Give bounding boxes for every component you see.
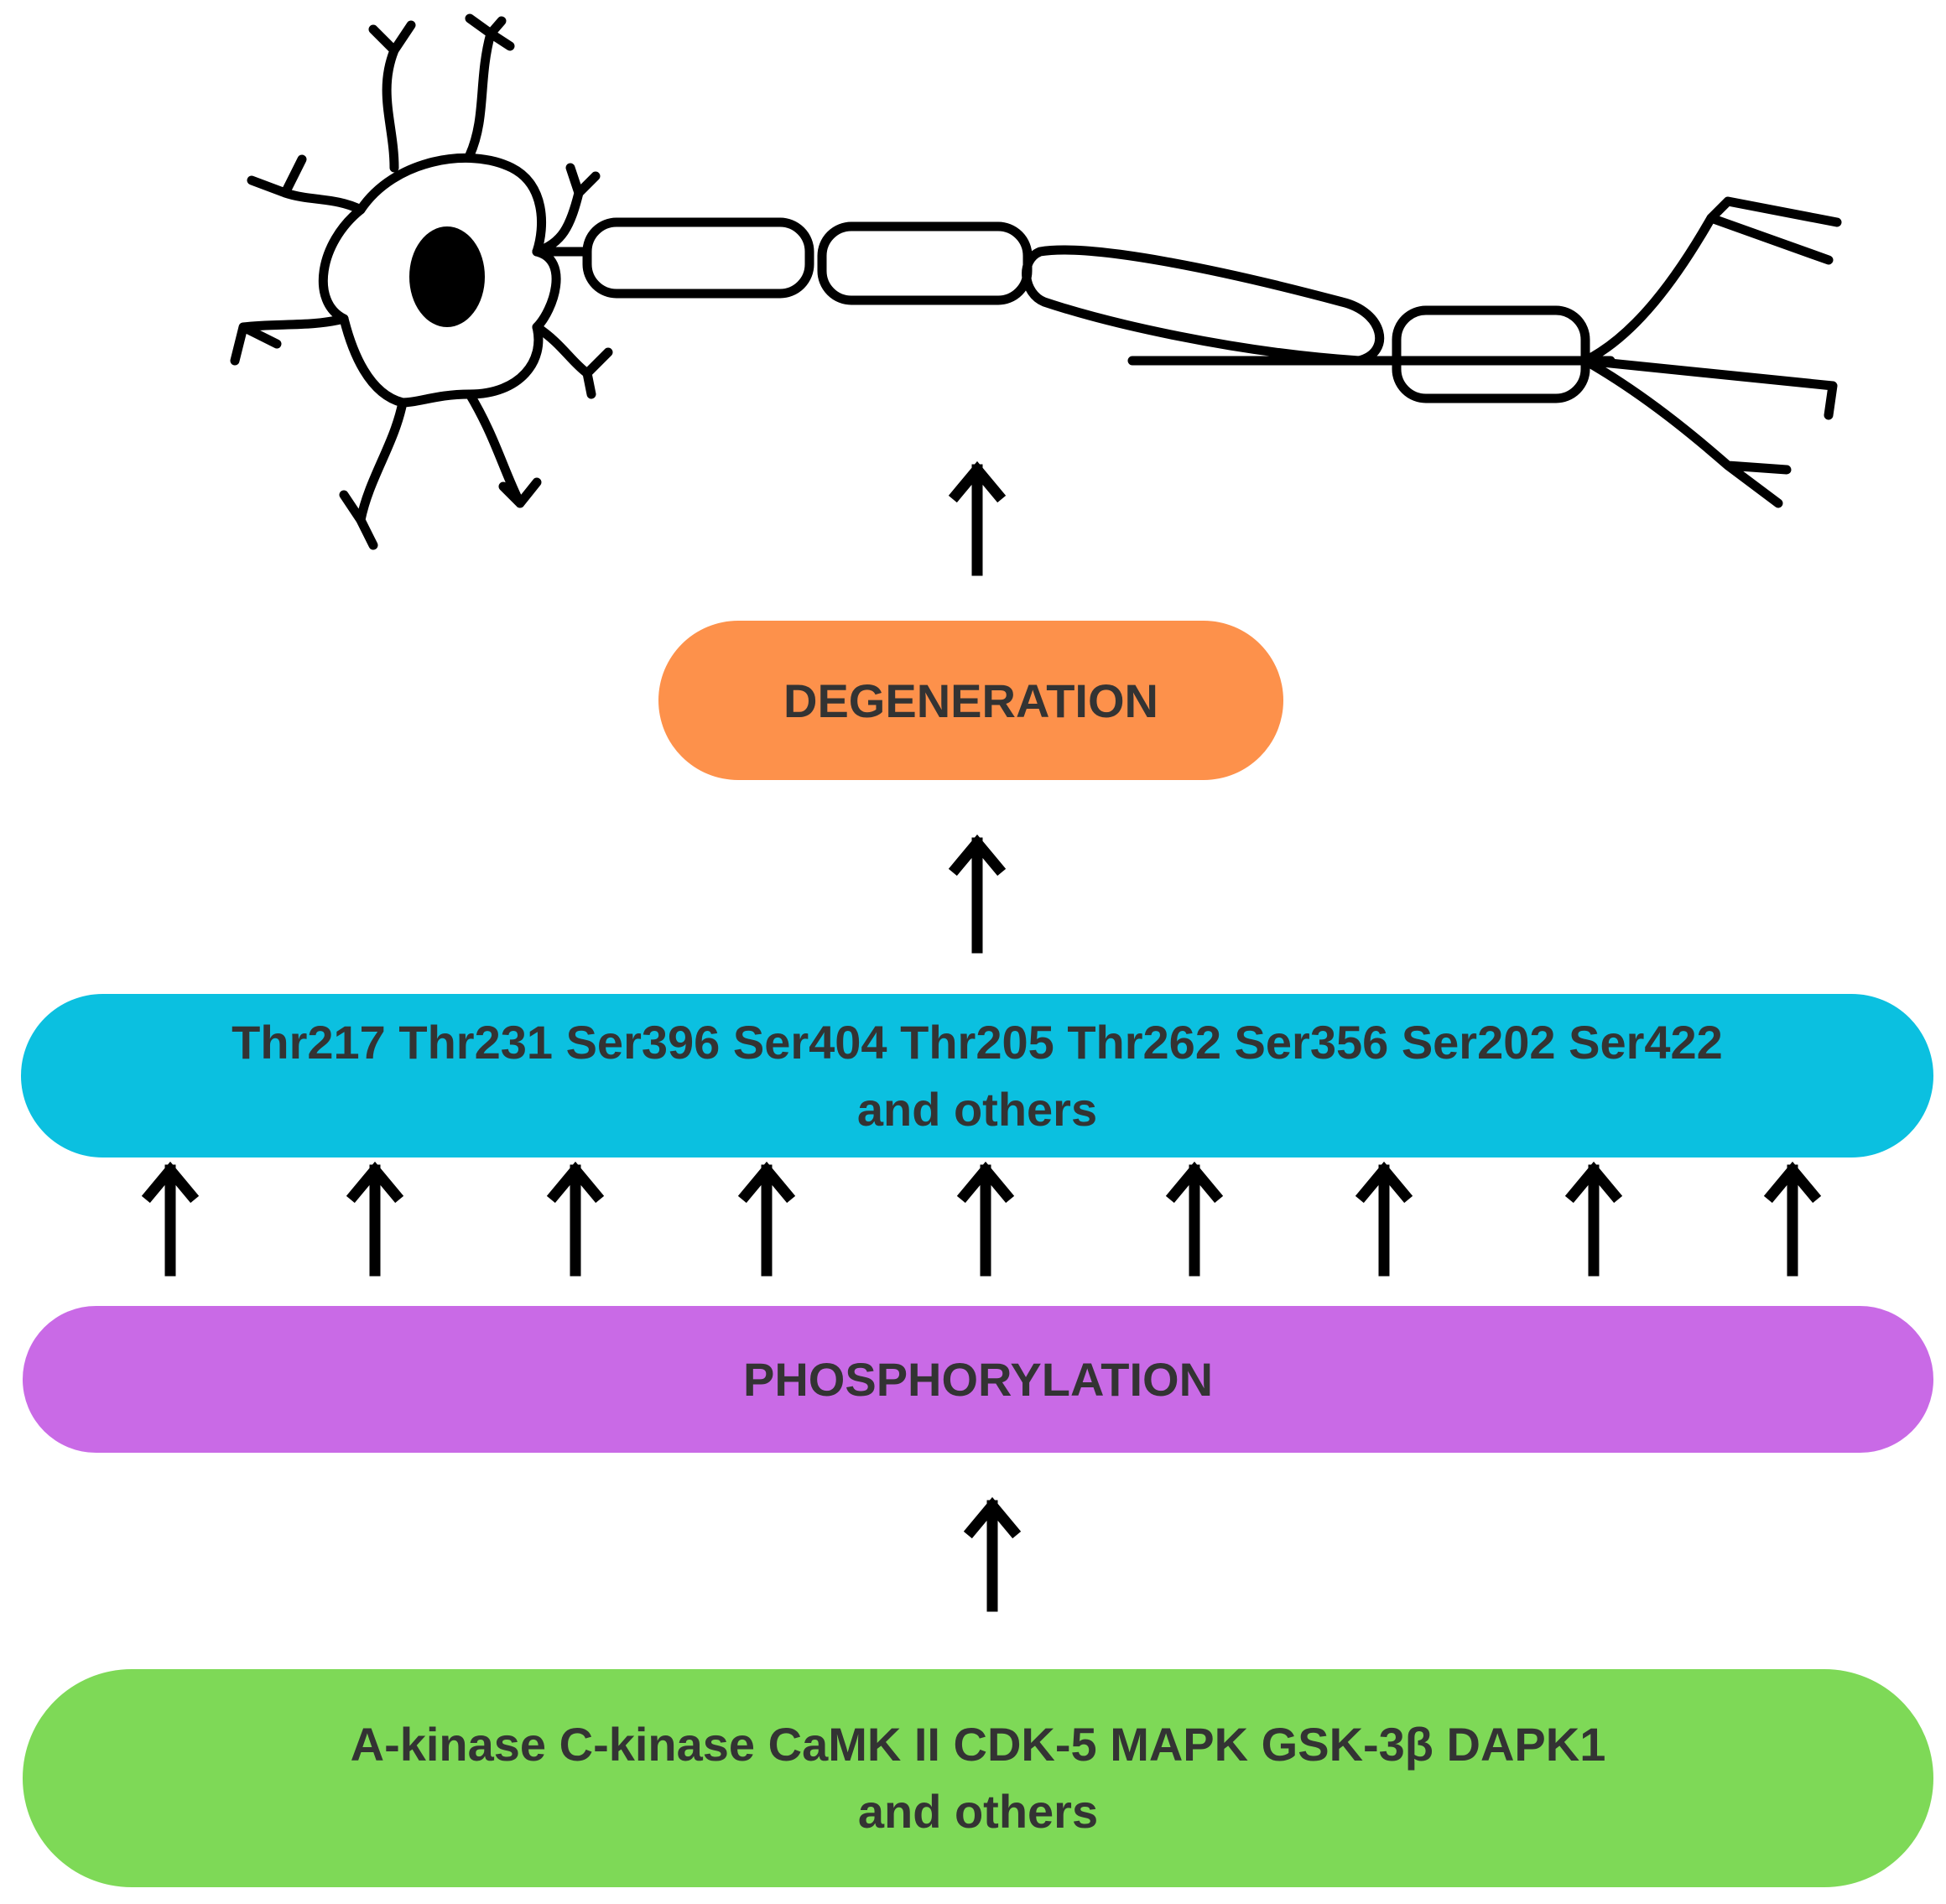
- kinases-box: A-kinase C-kinase CaMK II CDK-5 MAPK GSK…: [23, 1669, 1933, 1887]
- arrow-up: [948, 834, 1007, 954]
- phosphorylation-label: PHOSPHORYLATION: [742, 1353, 1214, 1406]
- axon: [532, 247, 1616, 366]
- neuron-illustration: [230, 13, 1842, 550]
- arrow-up: [737, 1161, 796, 1277]
- arrow-up: [956, 1161, 1015, 1277]
- arrow-up: [1564, 1161, 1623, 1277]
- nucleus: [409, 226, 485, 327]
- phosphorylation-sites-box: Thr217 Thr231 Ser396 Ser404 Thr205 Thr26…: [21, 994, 1933, 1157]
- sites-line-1: Thr217 Thr231 Ser396 Ser404 Thr205 Thr26…: [232, 1015, 1723, 1069]
- sites-line-2: and others: [856, 1082, 1098, 1136]
- arrow-up: [1763, 1161, 1822, 1277]
- arrow-up: [346, 1161, 404, 1277]
- arrow-up: [1355, 1161, 1413, 1277]
- kinases-line-1: A-kinase C-kinase CaMK II CDK-5 MAPK GSK…: [350, 1718, 1606, 1771]
- arrow-up: [1165, 1161, 1224, 1277]
- kinases-line-2: and others: [857, 1785, 1099, 1838]
- arrow-up: [546, 1161, 605, 1277]
- phosphorylation-box: PHOSPHORYLATION: [23, 1306, 1933, 1453]
- arrow-up: [141, 1161, 200, 1277]
- degeneration-label: DEGENERATION: [783, 674, 1158, 727]
- arrow-up: [963, 1496, 1022, 1612]
- degeneration-box: DEGENERATION: [658, 621, 1283, 780]
